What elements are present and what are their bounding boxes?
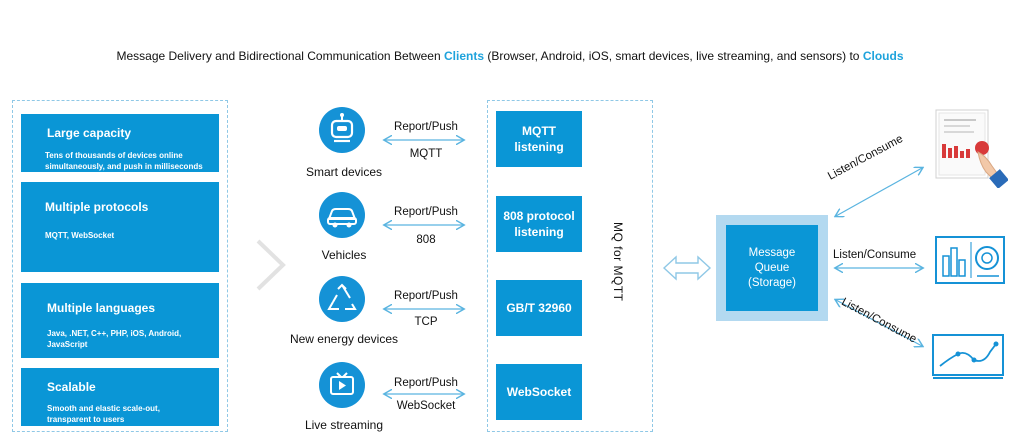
device-label-vehicles: Vehicles [321, 248, 367, 262]
robot-icon [319, 107, 365, 153]
listener-line1: 808 protocol [503, 209, 575, 223]
protocol-label: WebSocket [396, 400, 456, 412]
device-label-smart: Smart devices [305, 165, 383, 179]
feature-desc-line2: JavaScript [47, 340, 88, 349]
report-document-icon [935, 109, 1008, 188]
feature-desc-line1: Tens of thousands of devices online [45, 151, 183, 160]
action-label: Report/Push [394, 377, 458, 389]
title-part2: (Browser, Android, iOS, smart devices, l… [484, 49, 863, 63]
feature-title: Multiple protocols [45, 200, 149, 214]
queue-line2: Queue [754, 261, 790, 274]
action-label: Report/Push [394, 121, 458, 133]
title-clients: Clients [443, 49, 484, 63]
mq-panel [487, 100, 653, 432]
listener-line1: GB/T 32960 [506, 301, 572, 315]
device-label-new-energy: New energy devices [289, 332, 399, 346]
recycle-icon [319, 276, 365, 322]
device-label-live-streaming: Live streaming [304, 418, 384, 432]
action-label: Report/Push [394, 206, 458, 218]
listener-808: 808 protocol listening [496, 196, 582, 252]
listener-line2: listening [514, 225, 564, 239]
message-queue: Message Queue (Storage) [726, 225, 818, 311]
car-icon [319, 192, 365, 238]
listener-line1: MQTT [522, 124, 556, 138]
title-part1: Message Delivery and Bidirectional Commu… [116, 49, 444, 63]
listener-websocket: WebSocket [496, 364, 582, 420]
features-panel [12, 100, 228, 432]
consume-arrow [836, 168, 922, 216]
feature-desc-line1: MQTT, WebSocket [45, 231, 115, 240]
listener-line2: listening [514, 140, 564, 154]
feature-title: Multiple languages [47, 301, 156, 315]
protocol-label: TCP [414, 316, 438, 328]
feature-multiple-languages: Multiple languages Java, .NET, C++, PHP,… [21, 283, 219, 358]
listener-mqtt: MQTT listening [496, 111, 582, 167]
dashboard-chart-icon [935, 236, 1005, 284]
consume-arrow [836, 300, 922, 346]
feature-title: Scalable [47, 380, 96, 394]
queue-line3: (Storage) [748, 276, 796, 289]
protocol-label: MQTT [409, 148, 443, 160]
mq-for-mqtt-label: MQ for MQTT [611, 222, 625, 302]
feature-desc-line2: simultaneously, and push in milliseconds [45, 162, 203, 171]
action-label: Report/Push [394, 290, 458, 302]
feature-desc-line2: transparent to users [47, 415, 125, 424]
feature-title: Large capacity [47, 126, 132, 140]
feature-large-capacity: Large capacity Tens of thousands of devi… [21, 114, 219, 172]
title-clouds: Clouds [862, 49, 904, 63]
protocol-label: 808 [416, 234, 436, 246]
listener-line1: WebSocket [506, 385, 572, 399]
queue-line1: Message [748, 246, 796, 259]
line-chart-monitor-icon [932, 334, 1004, 379]
listener-gbt32960: GB/T 32960 [496, 280, 582, 336]
feature-multiple-protocols: Multiple protocols MQTT, WebSocket [21, 182, 219, 272]
feature-desc-line1: Smooth and elastic scale-out, [47, 404, 160, 413]
tv-play-icon [319, 362, 365, 408]
double-arrow-icon [662, 255, 712, 281]
diagram-title: Message Delivery and Bidirectional Commu… [0, 49, 1020, 63]
feature-scalable: Scalable Smooth and elastic scale-out, t… [21, 368, 219, 426]
consume-label: Listen/Consume [833, 249, 917, 261]
chevron-right-icon [256, 239, 286, 291]
feature-desc-line1: Java, .NET, C++, PHP, iOS, Android, [47, 329, 182, 338]
